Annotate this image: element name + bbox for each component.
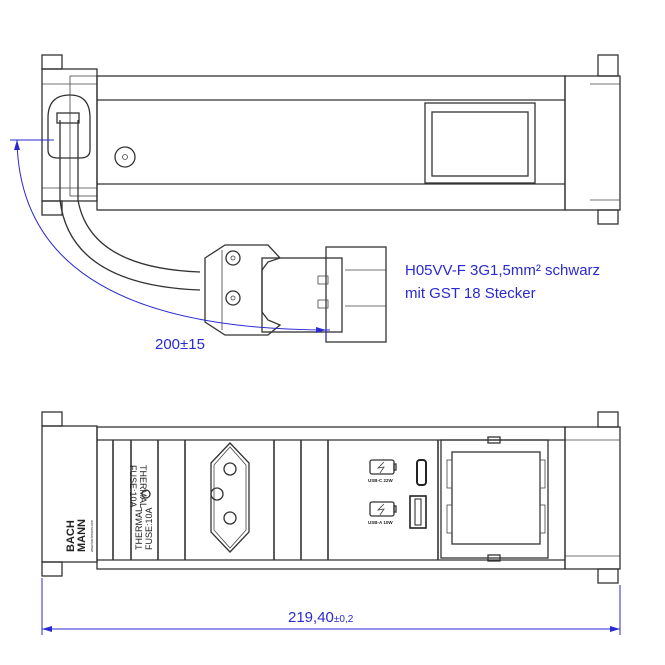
svg-text:www.bachmann.com: www.bachmann.com [90, 520, 94, 552]
fuse-label-a-line2: FUSE:10A [128, 465, 138, 508]
bachmann-logo: BACH MANN www.bachmann.com [65, 519, 94, 552]
cable-length-dimension: 200±15 [155, 336, 205, 353]
screw-icon [114, 146, 136, 168]
fuse-label-b-line2: FUSE:10A [144, 507, 154, 550]
blank-module-front [440, 436, 549, 562]
total-width-dimension: 219,40±0,2 [288, 609, 354, 626]
charging-battery-icon [369, 501, 397, 517]
svg-text:MANN: MANN [76, 519, 88, 552]
housing-front [96, 426, 566, 570]
usb-c-label: USB-C 22W [368, 478, 394, 483]
usb-c-port-icon[interactable] [416, 459, 427, 486]
cable-spec-line2: mit GST 18 Stecker [405, 285, 536, 302]
fuse-label-b-line1: THERMAL [134, 507, 144, 550]
housing [96, 75, 566, 211]
svg-text:BACH: BACH [65, 520, 77, 552]
front-view: BACH MANN www.bachmann.com THERMAL FUSE:… [41, 411, 621, 635]
cable-spec-line1: H05VV-F 3G1,5mm² schwarz [405, 262, 600, 279]
fuse-label-a-line1: THERMAL [138, 465, 148, 508]
usb-a-port-icon[interactable] [409, 495, 427, 529]
cable [59, 120, 201, 291]
socket-icon[interactable] [210, 442, 250, 553]
gst18-connector [204, 244, 387, 343]
thermal-fuse-button[interactable] [141, 489, 151, 499]
blank-module [424, 102, 536, 184]
top-view: 200±15 H05VV-F 3G1,5mm² schwarz mit GST … [10, 54, 621, 353]
charging-battery-icon [369, 459, 397, 475]
usb-a-label: USB-A 10W [368, 520, 393, 525]
